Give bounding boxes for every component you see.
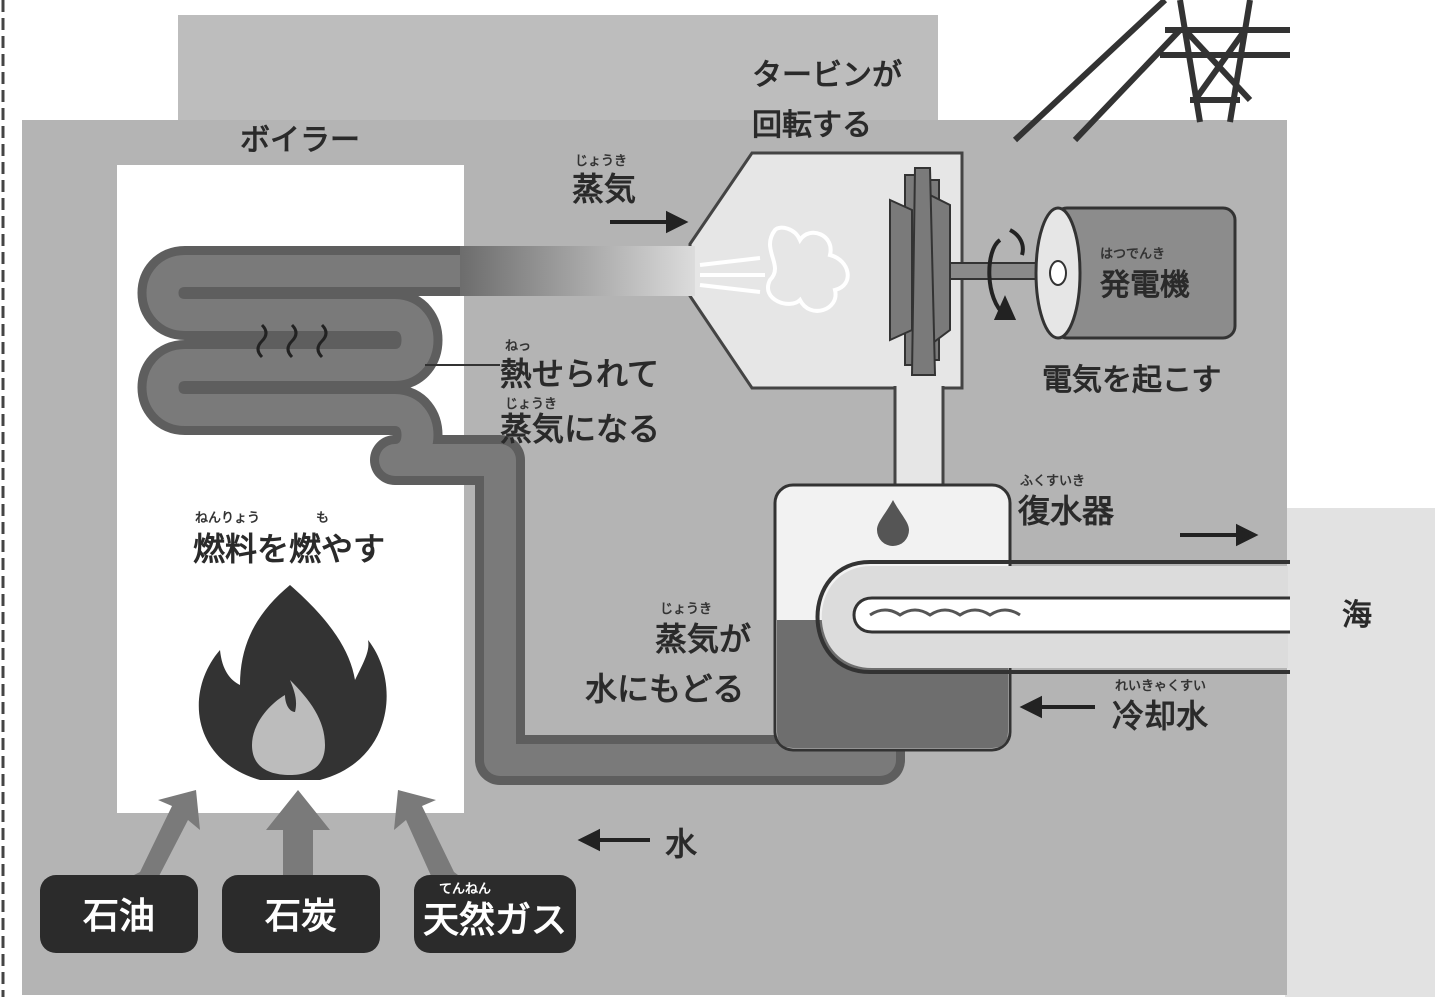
condenser-ruby: ふくすいき (1020, 474, 1085, 489)
heated-label-line1: 熱せられて (500, 355, 659, 393)
heated-line2-ruby: じょうき (505, 397, 557, 412)
generator-icon (1034, 206, 1237, 340)
fuel-burn-label: 燃料を燃やす (193, 530, 385, 568)
coil-pipe-inner (146, 255, 896, 776)
cooling-water-pipe (815, 560, 1290, 674)
heated-label-line2: 蒸気になる (500, 410, 660, 448)
cooling-water-ruby: れいきゃくすい (1115, 679, 1206, 694)
fuel-burn-ruby2: も (316, 511, 329, 526)
sea-area (1285, 508, 1435, 997)
fuel-coal: 石炭 (222, 875, 380, 953)
boiler-label: ボイラー (240, 123, 360, 158)
turbine-icon (889, 167, 951, 376)
steam-ruby: じょうき (575, 154, 627, 169)
cooling-water-label: 冷却水 (1112, 697, 1209, 735)
sea-label: 海 (1342, 598, 1372, 633)
rotation-arrow-icon (987, 228, 1025, 320)
electricity-label: 電気を起こす (1042, 363, 1221, 398)
generator-ruby: はつでんき (1100, 247, 1165, 262)
turbine-label-line1: タービンが (752, 58, 902, 93)
water-label: 水 (665, 825, 698, 863)
fuel-oil: 石油 (40, 875, 198, 953)
turbine-label-line2: 回転する (752, 108, 872, 143)
condenser-label: 復水器 (1017, 492, 1115, 530)
fuel-arrows (128, 790, 462, 878)
fuel-burn-ruby1: ねんりょう (195, 511, 260, 526)
fuel-label-natural-gas: 天然ガス (423, 899, 567, 941)
steam-to-water-line2: 水にもどる (585, 670, 744, 708)
fuel-label-oil: 石油 (83, 896, 155, 937)
heat-wave-icons (256, 323, 328, 359)
transmission-tower-icon (1012, 0, 1290, 143)
steam-label: 蒸気 (572, 170, 636, 208)
flow-arrows (577, 210, 1259, 852)
flame-icon (198, 585, 387, 780)
water-drop-icon (877, 500, 909, 546)
fuel-label-coal: 石炭 (265, 896, 337, 937)
fuel-ruby: てんねん (439, 882, 491, 897)
steam-to-water-line1: 蒸気が (655, 620, 751, 658)
fuel-natural-gas: 天然ガス てんねん (414, 875, 576, 953)
steam-pipe (455, 246, 695, 296)
steam-to-water-ruby: じょうき (660, 602, 712, 617)
steam-cloud-icon (699, 225, 850, 313)
heated-ruby: ねっ (505, 339, 531, 354)
generator-label: 発電機 (1099, 268, 1190, 303)
